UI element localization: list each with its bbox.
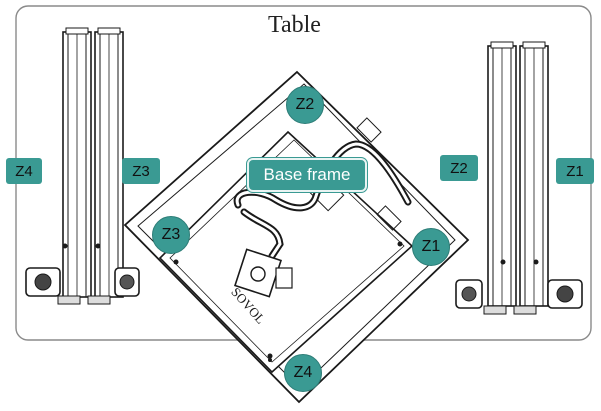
table-title: Table <box>268 12 321 39</box>
side-label-left-outer: Z4 <box>6 158 42 184</box>
side-label-right-inner: Z2 <box>440 155 478 181</box>
side-label-right-outer: Z1 <box>556 158 594 184</box>
corner-label-right: Z1 <box>412 228 450 266</box>
base-frame-label: Base frame <box>247 158 367 192</box>
corner-label-left: Z3 <box>152 216 190 254</box>
side-label-left-inner: Z3 <box>122 158 160 184</box>
corner-label-top: Z2 <box>286 86 324 124</box>
corner-label-bottom: Z4 <box>284 354 322 392</box>
